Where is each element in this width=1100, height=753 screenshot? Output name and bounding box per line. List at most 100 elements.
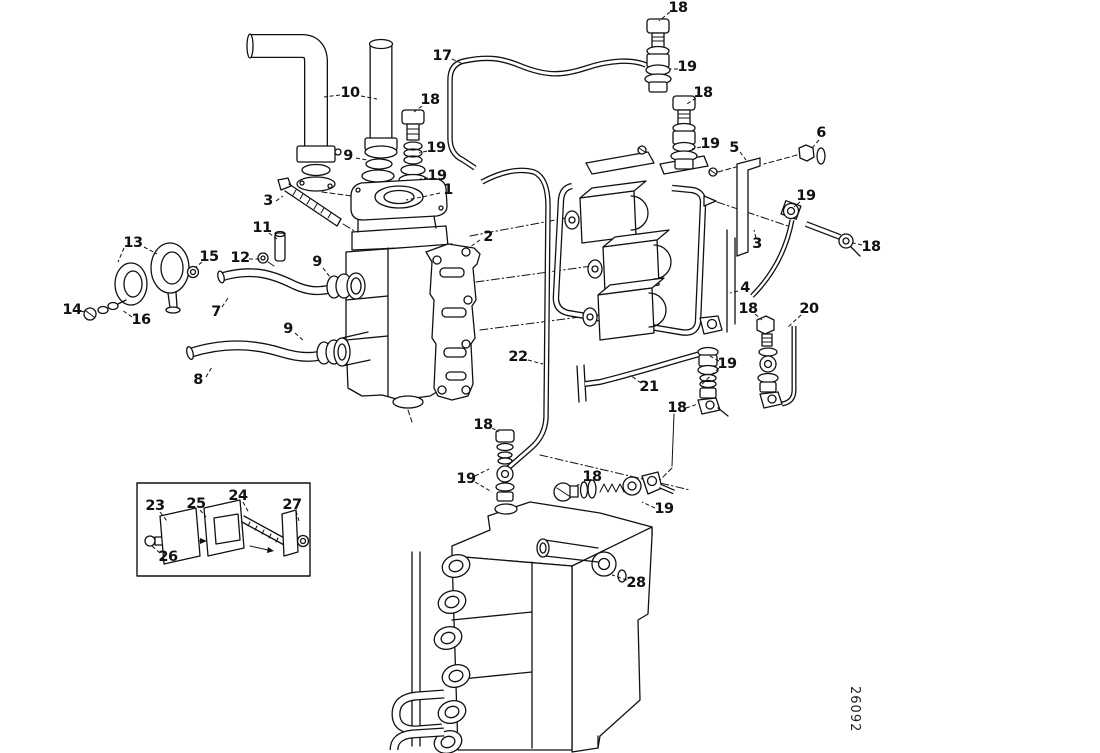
part-callout-19[interactable]: 19 [677,58,697,75]
part-callout-19[interactable]: 19 [427,167,447,184]
part-callout-9[interactable]: 9 [312,253,322,270]
part-callout-1[interactable]: 1 [443,181,453,198]
leader-line [79,310,88,313]
leader-line [641,501,656,509]
part-callout-9[interactable]: 9 [343,147,353,164]
drawing-number: 26092 [847,686,862,733]
leader-line [701,367,720,385]
part-callout-19[interactable]: 19 [717,355,737,372]
part-callout-18[interactable]: 18 [693,84,713,101]
part-callout-3[interactable]: 3 [752,235,762,252]
leader-line [275,195,284,202]
part-callout-14[interactable]: 14 [62,301,82,318]
part-callout-18[interactable]: 18 [667,399,687,416]
part-callout-26[interactable]: 26 [158,548,178,565]
part-callout-18[interactable]: 18 [861,238,881,255]
plug-valve-assembly-g [553,471,675,502]
part-callout-7[interactable]: 7 [211,303,221,320]
leader-line [413,105,423,113]
valve-block-28 [389,501,653,753]
leader-line [474,481,493,493]
part-callout-22[interactable]: 22 [508,348,528,365]
leader-line [323,94,341,98]
part-callout-21[interactable]: 21 [639,378,659,395]
pin-11 [274,230,286,262]
gasket-plate-2 [425,243,481,401]
leader-line [575,480,586,487]
hose-7 [217,268,366,300]
part-callout-8[interactable]: 8 [193,371,203,388]
cover-assembly-13 [83,242,200,321]
leader-line [221,297,229,308]
leader-line [469,239,481,248]
part-callout-10[interactable]: 10 [340,84,360,101]
leader-line [629,374,642,384]
fitting-18-right [838,233,861,257]
part-callout-18[interactable]: 18 [582,468,602,485]
bolt-6 [763,144,826,165]
leader-line [121,309,133,318]
pipe-21 [576,351,701,403]
leader-line [294,332,305,342]
part-callout-18[interactable]: 18 [668,0,688,16]
fuel-line-17 [448,56,647,170]
part-callout-19[interactable]: 19 [426,139,446,156]
leader-line [195,261,203,268]
leader-line [419,177,429,180]
part-callout-12[interactable]: 12 [230,249,250,266]
part-callout-13[interactable]: 13 [123,234,143,251]
part-callout-3[interactable]: 3 [263,192,273,209]
part-callout-27[interactable]: 27 [282,496,302,513]
leader-line [611,574,628,581]
leader-line [151,545,161,554]
part-callout-5[interactable]: 5 [729,139,739,156]
leader-line [199,509,207,518]
leader-line [793,201,801,208]
part-callout-19[interactable]: 19 [654,500,674,517]
part-callout-19[interactable]: 19 [700,135,720,152]
leader-line [418,150,428,154]
hose-8 [185,331,371,367]
fitting-stack-e [756,315,797,409]
part-callout-9[interactable]: 9 [283,320,293,337]
part-callout-23[interactable]: 23 [145,497,165,514]
part-callout-6[interactable]: 6 [816,124,826,141]
part-callout-20[interactable]: 20 [799,300,819,317]
part-callout-17[interactable]: 17 [432,47,452,64]
leader-line [686,97,697,105]
part-callout-15[interactable]: 15 [199,248,219,265]
part-callout-28[interactable]: 28 [626,574,646,591]
part-callout-2[interactable]: 2 [483,228,493,245]
bolt-3 [277,177,342,227]
part-callout-11[interactable]: 11 [252,219,272,236]
leader-line [143,246,158,255]
part-callout-24[interactable]: 24 [228,487,248,504]
part-callout-19[interactable]: 19 [456,470,476,487]
manifold-frame [552,182,736,336]
leader-line [405,192,441,201]
part-callout-19[interactable]: 19 [796,187,816,204]
part-callout-18[interactable]: 18 [738,300,758,317]
fitting-19-right [750,200,842,298]
leader-line [451,58,464,65]
leader-line [242,501,250,514]
fitting-stack-b [670,95,698,170]
part-callout-4[interactable]: 4 [740,279,750,296]
bracket-5 [703,157,761,257]
part-callout-18[interactable]: 18 [473,416,493,433]
leader-line [691,146,702,150]
leader-line [159,511,168,522]
leader-line [474,468,490,477]
leader-line [360,95,378,100]
part-callout-18[interactable]: 18 [420,91,440,108]
banjo-stack-f [495,429,515,502]
leader-lines [79,11,863,581]
leader-line [527,359,544,365]
part-callout-25[interactable]: 25 [186,495,206,512]
part-callout-16[interactable]: 16 [131,311,151,328]
manifold-valve-blocks [564,145,723,341]
pump-block [345,178,457,409]
leader-line [658,11,671,22]
